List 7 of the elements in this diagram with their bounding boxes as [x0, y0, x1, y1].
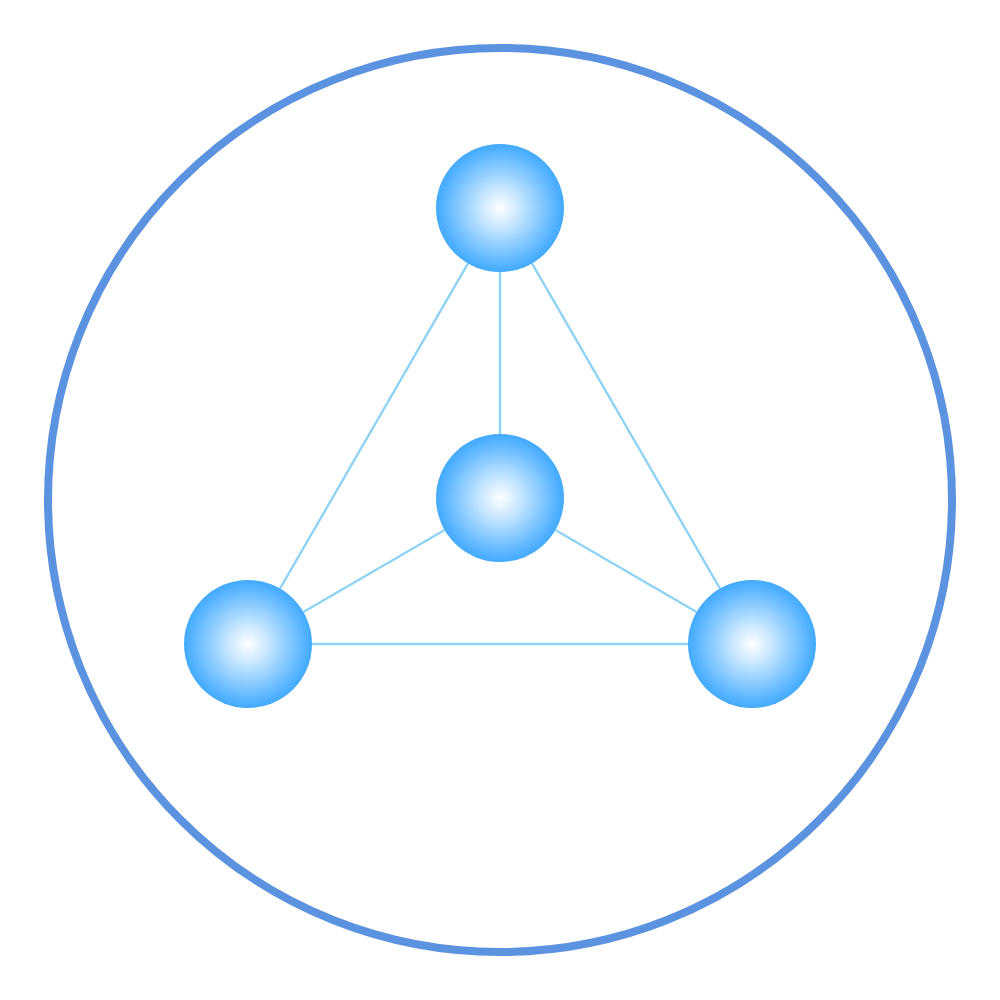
connector-line [278, 262, 470, 590]
connector-line [302, 528, 446, 614]
connector-line [554, 528, 698, 614]
ring [44, 44, 956, 956]
connector-line [312, 642, 688, 646]
connector-line [530, 262, 722, 590]
connector-line [498, 272, 502, 434]
